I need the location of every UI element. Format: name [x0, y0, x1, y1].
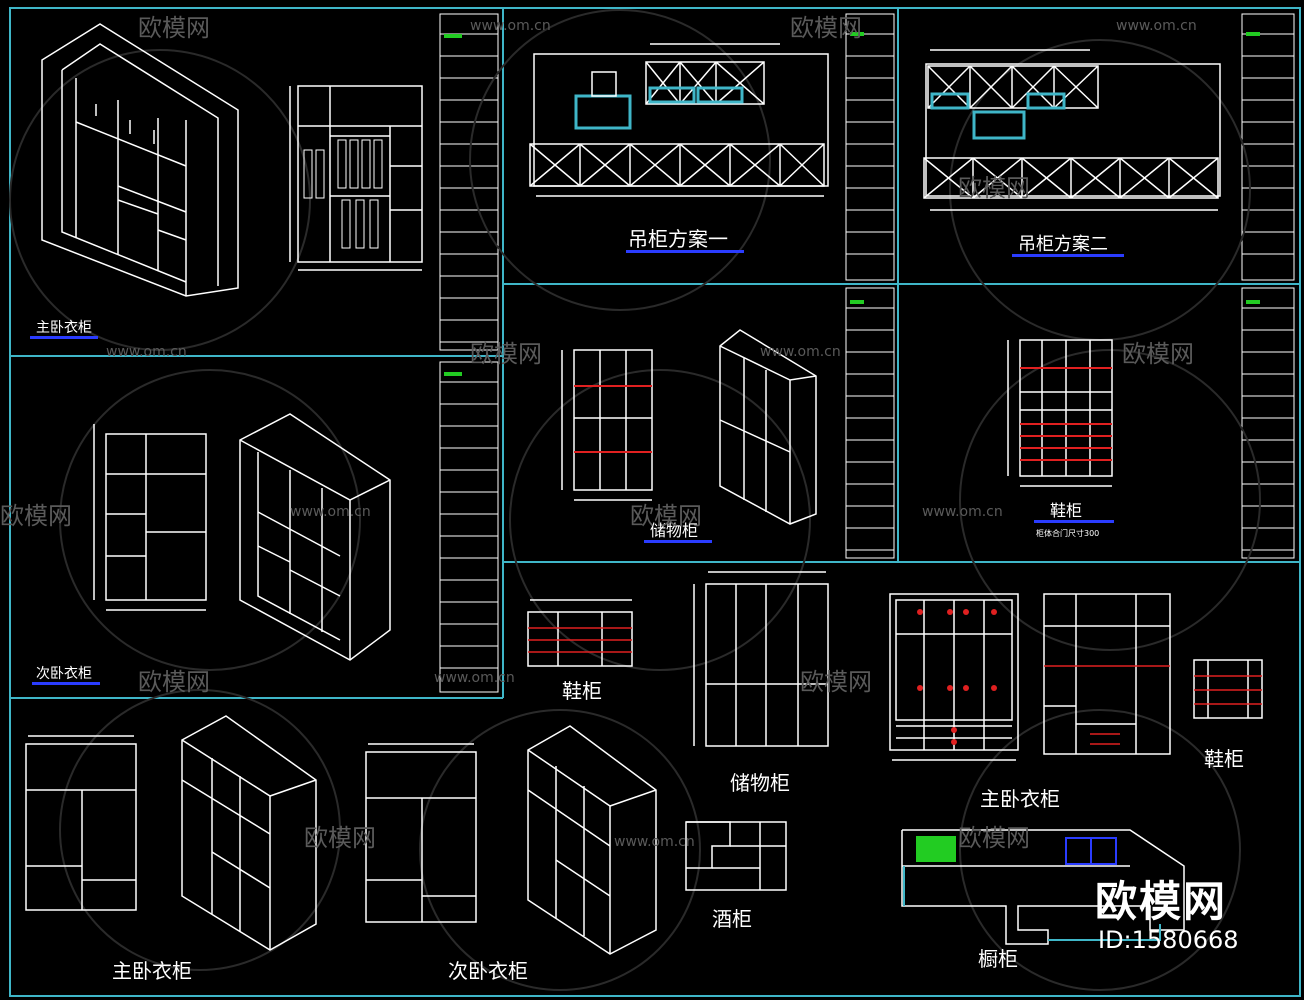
watermark-brand: 欧模网 — [790, 14, 862, 42]
hanging-garment — [337, 139, 347, 189]
master-wardrobe-4door-drawing — [889, 593, 1019, 761]
wine-cabinet-drawing — [685, 821, 787, 891]
brand-logo-text: 欧模网 — [1095, 877, 1228, 926]
watermark-brand: 欧模网 — [138, 668, 210, 696]
hanging-garment — [355, 199, 365, 249]
hanging-garment — [315, 149, 325, 199]
hanging-garment — [303, 149, 313, 199]
hanging-garment — [373, 139, 383, 189]
small-shoe-cabinet-drawing — [527, 599, 633, 667]
label-storage-cabinet-mid: 储物柜 — [650, 521, 698, 540]
second-wardrobe-iso-drawing — [239, 413, 391, 661]
watermark-site: www.om.cn — [290, 504, 371, 520]
label-hanging-cabinet-2: 吊柜方案二 — [1018, 234, 1108, 255]
title-blocks — [439, 13, 1295, 693]
watermark-site: www.om.cn — [1116, 18, 1197, 34]
watermark-brand: 欧模网 — [470, 340, 542, 368]
label-storage-cabinet-low: 储物柜 — [730, 771, 790, 795]
watermark-site: www.om.cn — [470, 18, 551, 34]
watermark-brand: 欧模网 — [958, 174, 1030, 202]
watermark-site: www.om.cn — [760, 344, 841, 360]
watermark-site: www.om.cn — [106, 344, 187, 360]
watermark-brand: 欧模网 — [0, 502, 72, 530]
watermark-brand: 欧模网 — [304, 824, 376, 852]
watermark-brand: 欧模网 — [138, 14, 210, 42]
small-shoe-cabinet-red-lines — [528, 627, 632, 653]
watermark-site: www.om.cn — [614, 834, 695, 850]
brand-id: ID:1580668 — [1098, 926, 1239, 954]
kitchen-cabinet-blue-sink — [1065, 837, 1117, 865]
hanging-cabinet-1-cyan-panels — [574, 86, 744, 130]
bottom-master-wardrobe-elevation — [25, 735, 137, 911]
label-shoe-cabinet-right: 鞋柜 — [1204, 747, 1244, 771]
watermark-brand: 欧模网 — [958, 824, 1030, 852]
label-master-wardrobe-top: 主卧衣柜 — [36, 320, 92, 336]
label-second-wardrobe-bottom: 次卧衣柜 — [448, 959, 528, 983]
hanging-cabinet-2-cyan-panels — [930, 92, 1066, 140]
right-shoe-cabinet-red — [1194, 675, 1262, 705]
drawing-labels: 主卧衣柜 吊柜方案一 吊柜方案二 次卧衣柜 储物柜 鞋柜 柜体合门尺寸300 鞋… — [36, 227, 1244, 983]
master-wardrobe-hanging-clothes — [303, 139, 383, 249]
hanging-garment — [341, 199, 351, 249]
label-shoe-cabinet-note: 柜体合门尺寸300 — [1036, 528, 1099, 538]
kitchen-cabinet-drawing — [901, 829, 1185, 945]
watermark-texts: 欧模网 欧模网 欧模网 欧模网 欧模网 欧模网 欧模网 欧模网 欧模网 欧模网 … — [0, 14, 1197, 852]
kitchen-cabinet-green-block — [916, 836, 956, 862]
right-shoe-cabinet-drawing — [1193, 659, 1263, 719]
second-wardrobe-elevation-drawing — [93, 424, 207, 611]
storage-cabinet-red-marks — [574, 385, 652, 453]
shoe-cabinet-elevation — [1007, 339, 1113, 487]
label-second-wardrobe-mid: 次卧衣柜 — [36, 666, 92, 682]
label-shoe-cabinet-mid: 鞋柜 — [1050, 501, 1082, 520]
watermark-brand: 欧模网 — [630, 502, 702, 530]
label-wine-cabinet: 酒柜 — [712, 907, 752, 931]
bottom-master-wardrobe-iso — [181, 715, 317, 951]
watermark-brand: 欧模网 — [800, 668, 872, 696]
watermark-brand: 欧模网 — [1122, 340, 1194, 368]
master-wardrobe-elevation-drawing — [289, 85, 423, 271]
master-wardrobe-interior-red — [1044, 665, 1170, 745]
watermark-circles — [9, 9, 1261, 991]
title-block-green-tags — [444, 32, 1260, 376]
watermark-site: www.om.cn — [922, 504, 1003, 520]
hanging-garment — [349, 139, 359, 189]
hanging-cabinet-1-hood — [591, 71, 617, 97]
hanging-garment — [369, 199, 379, 249]
storage-cabinet-iso — [719, 329, 817, 525]
shoe-cabinet-red-shelves — [1020, 367, 1112, 461]
label-kitchen-cabinet: 橱柜 — [978, 947, 1018, 971]
master-wardrobe-interior-drawing — [1043, 593, 1171, 755]
hanging-cabinet-2-drawing — [923, 49, 1221, 211]
kitchen-cabinet-cyan-line — [903, 866, 1161, 941]
storage-cabinet-4door-drawing — [693, 571, 829, 747]
sheet-frames — [9, 7, 1301, 997]
label-hanging-cabinet-1: 吊柜方案一 — [628, 227, 728, 251]
watermark-site: www.om.cn — [434, 670, 515, 686]
bottom-second-wardrobe-elevation — [365, 743, 477, 923]
label-underlines — [30, 250, 1124, 685]
label-master-wardrobe-bottom: 主卧衣柜 — [112, 959, 192, 983]
hanging-garment — [361, 139, 371, 189]
storage-cabinet-elevation — [561, 349, 653, 501]
bottom-second-wardrobe-iso — [527, 725, 657, 955]
label-master-wardrobe-right: 主卧衣柜 — [980, 787, 1060, 811]
master-wardrobe-iso-drawing — [41, 23, 239, 297]
label-shoe-cabinet-small: 鞋柜 — [562, 679, 602, 703]
hanging-cabinet-1-drawing — [529, 43, 829, 197]
master-wardrobe-red-knobs — [917, 609, 997, 745]
